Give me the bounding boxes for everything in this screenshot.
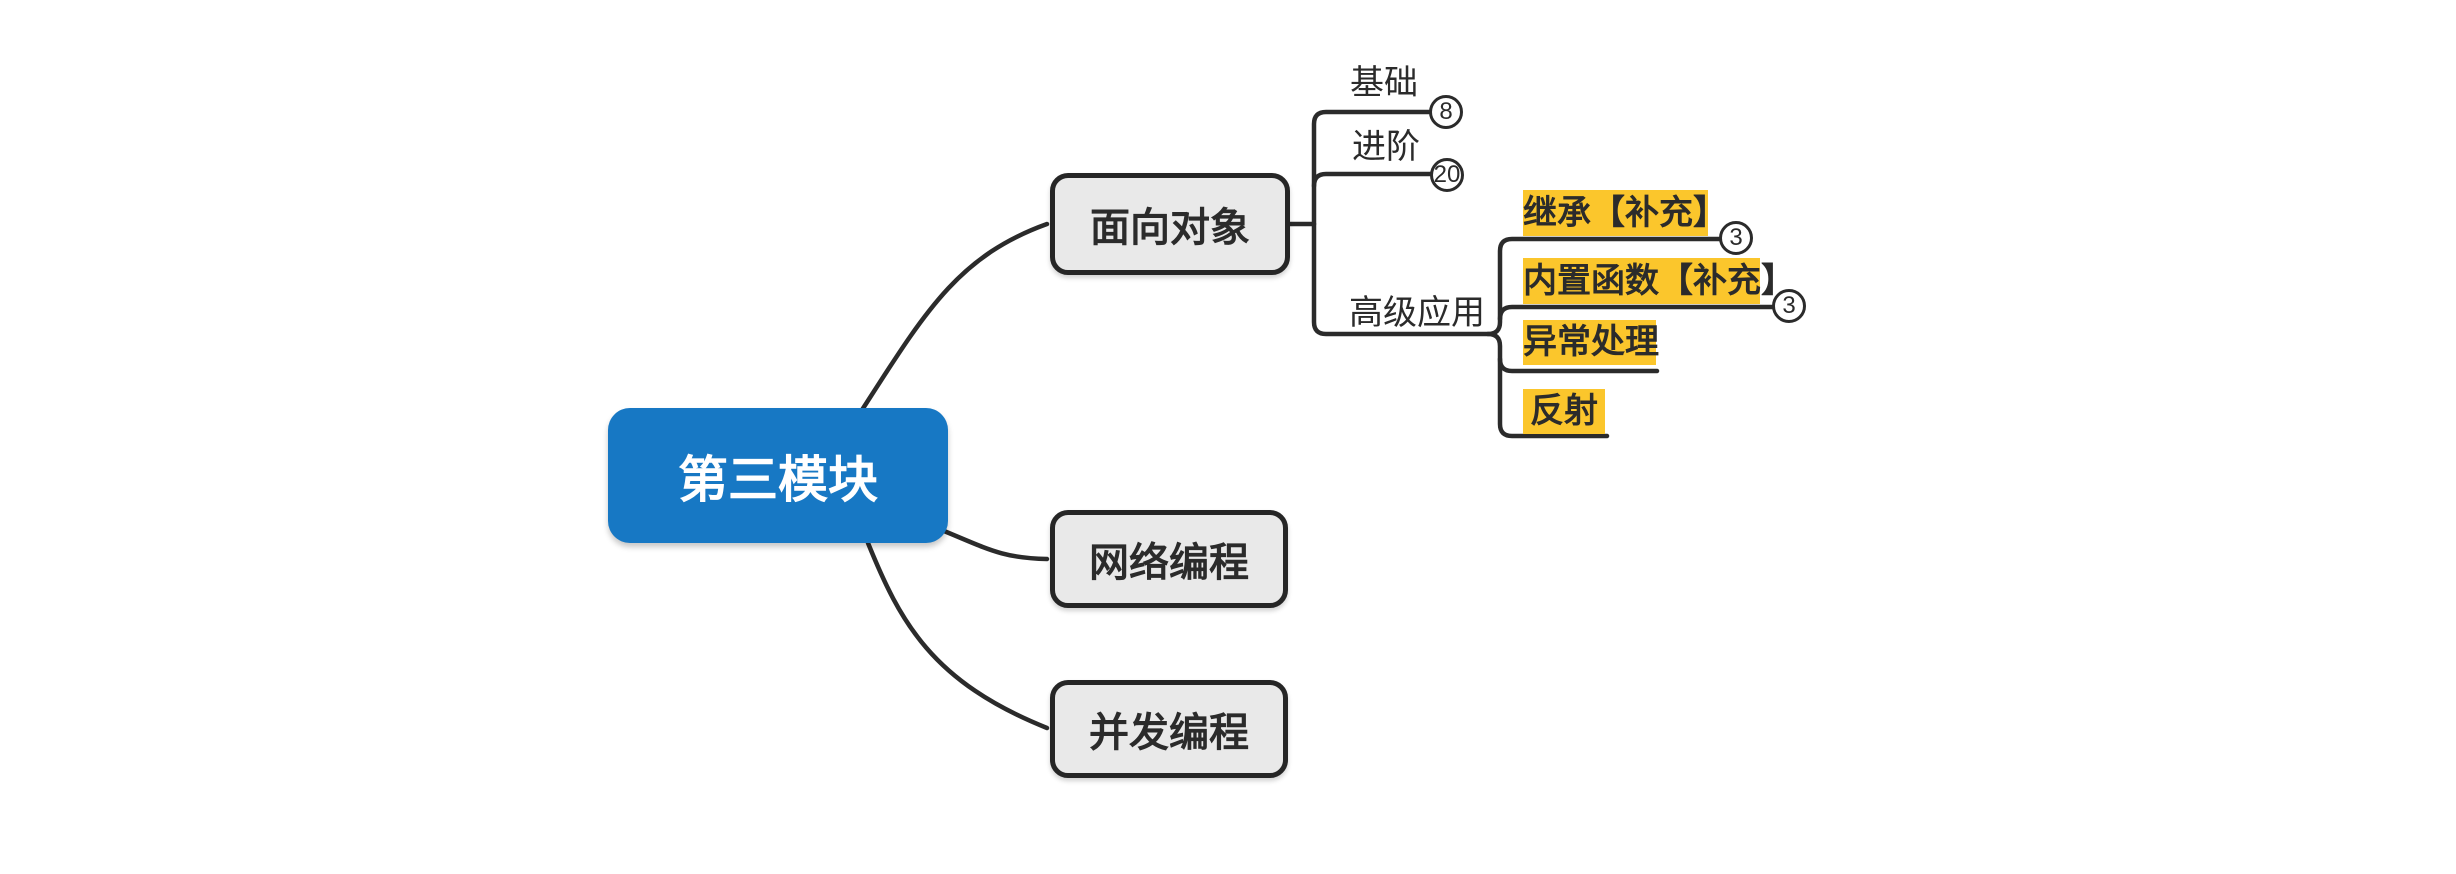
node-reflection[interactable]: 反射 <box>1523 389 1605 434</box>
edge-root-network <box>941 528 1050 562</box>
count-badge-advanced[interactable]: 20 <box>1430 158 1464 192</box>
node-inheritance-supplement[interactable]: 继承【补充】 <box>1523 190 1727 236</box>
edge-root-oop <box>859 221 1050 413</box>
root-node[interactable]: 第三模块 <box>608 408 948 543</box>
count-badge-basics[interactable]: 8 <box>1429 95 1463 129</box>
node-advanced[interactable]: 进阶 <box>1352 128 1420 166</box>
node-exception-handling[interactable]: 异常处理 <box>1523 320 1659 365</box>
node-advanced-applications[interactable]: 高级应用 <box>1349 294 1485 332</box>
node-concurrent-programming[interactable]: 并发编程 <box>1050 680 1288 778</box>
count-badge-inheritance[interactable]: 3 <box>1719 221 1753 255</box>
edge-root-concurrent <box>865 540 1050 731</box>
node-oop[interactable]: 面向对象 <box>1050 173 1290 275</box>
edge-advanced-branch <box>1311 171 1434 189</box>
edge-oop-children <box>1311 109 1722 337</box>
node-network-programming[interactable]: 网络编程 <box>1050 510 1288 608</box>
node-builtin-functions-supplement[interactable]: 内置函数【补充】 <box>1523 258 1795 304</box>
edge-applications-down <box>1485 331 1610 439</box>
edge-exception-branch <box>1497 356 1660 374</box>
node-basics[interactable]: 基础 <box>1350 64 1418 102</box>
edge-builtin-branch <box>1497 304 1775 322</box>
count-badge-builtin-functions[interactable]: 3 <box>1772 289 1806 323</box>
